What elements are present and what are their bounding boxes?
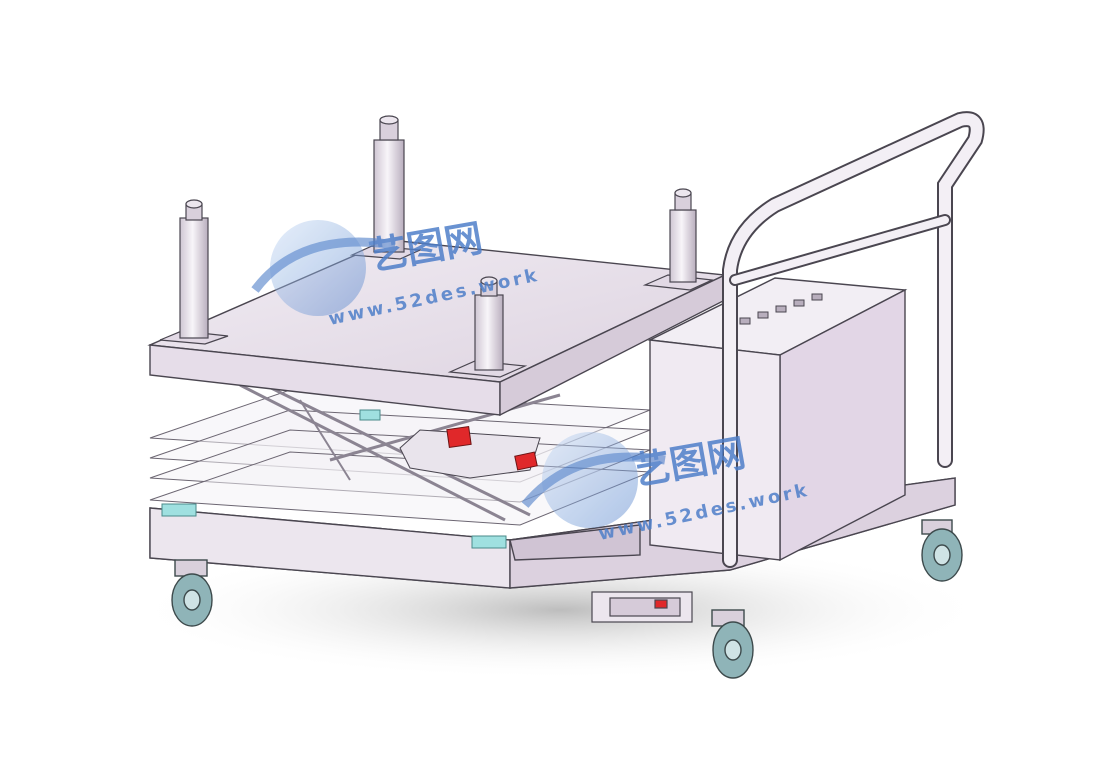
caster-front-right — [711, 609, 754, 679]
drive-unit — [591, 591, 693, 623]
globe-logo-icon — [251, 220, 396, 316]
caster-wheel-icon — [171, 519, 963, 679]
floor-shadow — [130, 540, 990, 680]
push-handle — [722, 111, 985, 568]
control-cabinet — [647, 277, 908, 562]
caster-front-left — [171, 559, 213, 627]
globe-logo-icon — [521, 432, 666, 528]
slider-pads — [161, 409, 507, 549]
red-actuator-icon — [446, 425, 538, 471]
guide-posts — [159, 115, 715, 378]
caster-rear-right — [921, 519, 963, 582]
top-plate — [147, 239, 728, 417]
